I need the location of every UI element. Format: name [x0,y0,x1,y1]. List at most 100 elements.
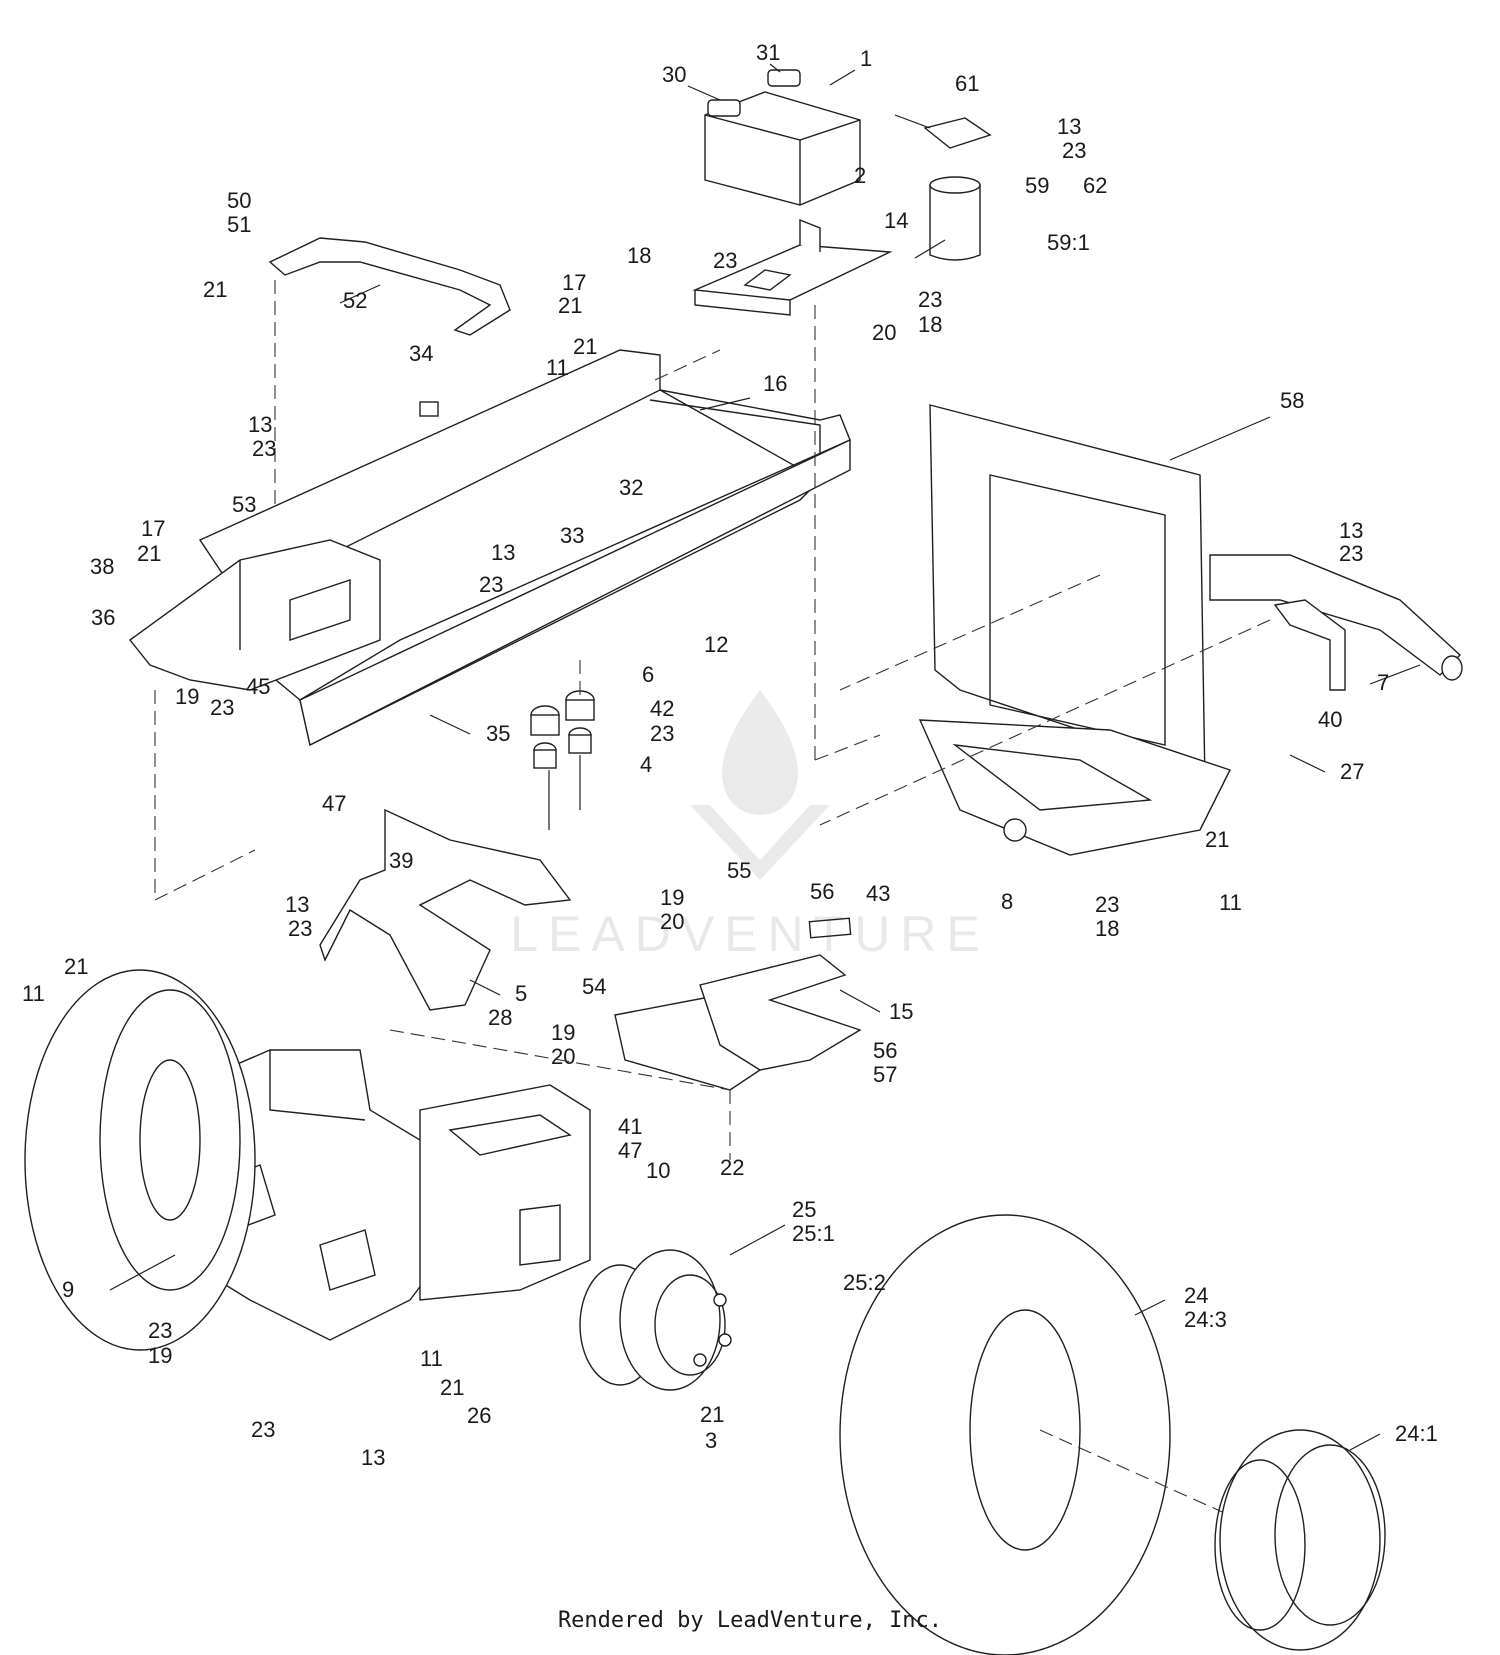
part-number-label: 21 [558,293,582,318]
part-number-label: 13 [1057,114,1081,139]
part-number-label: 20 [660,909,684,934]
part-number-label: 23 [1339,541,1363,566]
part-number-label: 23 [479,572,503,597]
part-number-label: 25:2 [843,1270,886,1295]
part-number-label: 59 [1025,173,1049,198]
wheel-motor [579,1249,732,1391]
part-number-label: 15 [889,999,913,1024]
part-number-label: 62 [1083,173,1107,198]
watermark-text: LEADVENTURE [510,906,990,962]
seat-plate [918,404,1231,856]
part-number-label: 32 [619,475,643,500]
part-number-label: 35 [486,721,510,746]
part-number-label: 20 [551,1044,575,1069]
part-number-label: 3 [705,1428,717,1453]
part-number-label: 57 [873,1062,897,1087]
part-number-label: 11 [1219,890,1242,915]
part-number-label: 23 [210,695,234,720]
part-number-label: 23 [1095,892,1119,917]
part-number-label: 19 [551,1020,575,1045]
right-wheel [839,1214,1241,1655]
part-number-label: 18 [918,312,942,337]
part-number-label: 23 [252,436,276,461]
part-number-label: 23 [918,287,942,312]
pump-shields [614,917,862,1091]
part-number-label: 2 [854,163,866,188]
rollbar-support [1209,554,1463,691]
part-number-label: 33 [560,523,584,548]
part-number-label: 18 [627,243,651,268]
part-number-label: 21 [64,954,88,979]
part-number-label: 11 [546,355,569,380]
battery-tray [692,218,893,316]
part-number-label: 7 [1377,670,1389,695]
battery [704,69,861,206]
watermark-logo [690,690,830,880]
part-number-label: 6 [642,662,654,687]
part-number-label: 13 [248,412,272,437]
part-number-label: 45 [246,674,270,699]
part-number-label: 25:1 [792,1221,835,1246]
part-number-label: 61 [955,71,979,96]
part-number-label: 22 [720,1155,744,1180]
part-number-label: 23 [650,721,674,746]
part-number-label: 23 [288,916,312,941]
part-number-label: 43 [866,881,890,906]
part-number-label: 53 [232,492,256,517]
part-number-label: 18 [1095,916,1119,941]
part-number-label: 10 [646,1158,670,1183]
part-number-label: 11 [420,1346,443,1371]
part-number-label: 23 [713,248,737,273]
part-number-label: 4 [640,752,652,777]
part-number-label: 23 [1062,138,1086,163]
part-number-label: 47 [618,1138,642,1163]
part-number-label: 13 [491,540,515,565]
part-number-label: 27 [1340,759,1364,784]
part-number-label: 34 [409,341,433,366]
part-number-label: 56 [810,879,834,904]
leader-lines [109,63,1421,1451]
part-number-label: 59:1 [1047,230,1090,255]
part-number-label: 41 [618,1114,642,1139]
part-number-label: 23 [148,1318,172,1343]
part-number-label: 21 [203,277,227,302]
part-number-label: 21 [573,334,597,359]
part-number-label: 1 [860,46,872,71]
left-wheel [24,969,256,1351]
part-number-label: 26 [467,1403,491,1428]
part-number-label: 30 [662,62,686,87]
part-number-label: 20 [872,320,896,345]
part-number-label: 23 [251,1417,275,1442]
part-number-label: 17 [562,270,586,295]
part-number-label: 12 [704,632,728,657]
footer-credit: Rendered by LeadVenture, Inc. [557,1608,943,1633]
part-number-label: 54 [582,974,606,999]
part-number-label: 5 [515,981,527,1006]
part-number-label: 28 [488,1005,512,1030]
part-number-label: 9 [62,1277,74,1302]
part-number-label: 17 [141,516,165,541]
part-number-label: 11 [22,981,45,1006]
rubber-mounts [530,660,595,830]
part-number-label: 19 [175,684,199,709]
part-number-label: 24:1 [1395,1421,1438,1446]
part-number-label: 36 [91,605,115,630]
part-number-label: 50 [227,188,251,213]
part-number-label: 51 [227,212,251,237]
part-number-label: 21 [1205,827,1229,852]
floor-plate [319,808,572,1011]
part-number-label: 13 [285,892,309,917]
part-number-label: 13 [1339,518,1363,543]
part-number-label: 47 [322,791,346,816]
part-number-label: 14 [884,208,908,233]
part-number-label: 56 [873,1038,897,1063]
part-number-label: 19 [660,885,684,910]
part-number-label: 21 [137,541,161,566]
part-number-label: 24:3 [1184,1307,1227,1332]
part-number-label: 16 [763,371,787,396]
part-number-label: 19 [148,1343,172,1368]
part-number-label: 55 [727,858,751,883]
part-number-label: 25 [792,1197,816,1222]
